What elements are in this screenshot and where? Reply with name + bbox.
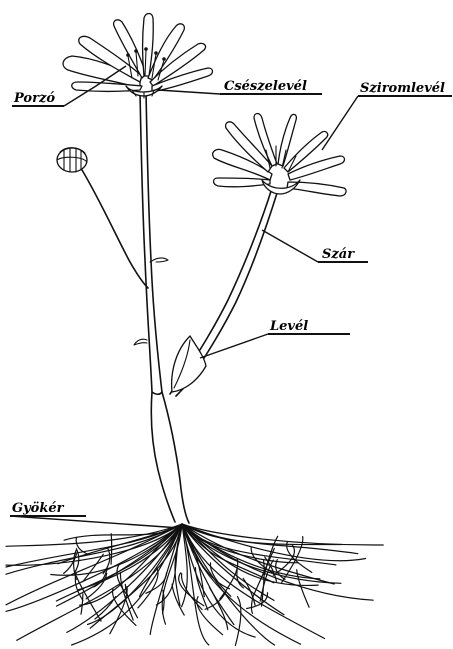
label-gyoker: Gyökér bbox=[12, 501, 65, 516]
flower-bud bbox=[57, 148, 148, 288]
main-stem bbox=[134, 92, 189, 523]
label-level: Levél bbox=[269, 319, 308, 334]
label-csescelevel: Csészelevél bbox=[224, 79, 307, 94]
label-szar: Szár bbox=[322, 247, 355, 262]
label-porzo: Porzó bbox=[13, 91, 55, 106]
root-branchlet bbox=[210, 563, 230, 596]
root-branchlet bbox=[111, 534, 112, 565]
leaf bbox=[172, 336, 206, 392]
label-sziromlevel: Sziromlevél bbox=[360, 81, 445, 96]
root-strand bbox=[182, 524, 358, 554]
root-branchlet bbox=[172, 584, 184, 615]
top-flower bbox=[63, 14, 212, 99]
root-system bbox=[6, 524, 383, 645]
